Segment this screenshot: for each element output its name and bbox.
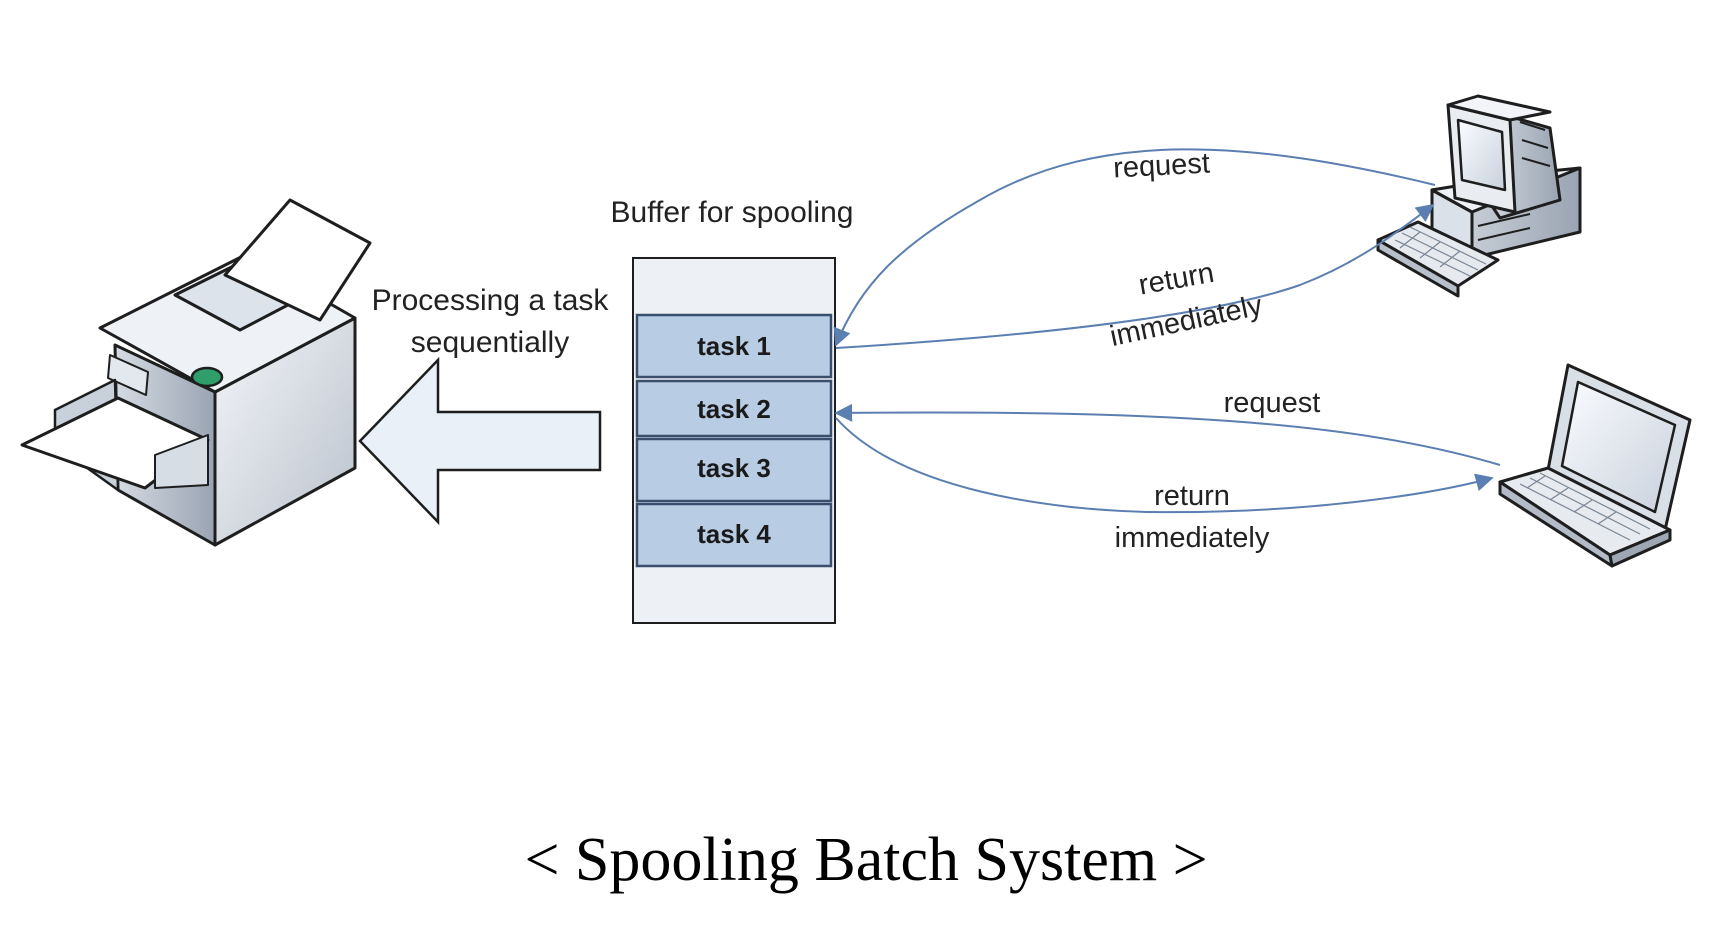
desktop-return-arrow [835, 203, 1435, 349]
desktop-return-label-line1: return [1136, 257, 1216, 302]
process-label-line1: Processing a task [372, 284, 610, 317]
big-left-arrow [358, 356, 602, 526]
laptop-icon [1498, 363, 1692, 568]
desktop-request-label: request [1112, 148, 1210, 185]
diagram-caption: < Spooling Batch System > [524, 826, 1207, 894]
desktop-return-label-line2: immediately [1107, 289, 1265, 353]
task-label: task 2 [697, 394, 771, 424]
printer-icon [20, 198, 372, 547]
flow-arrows [833, 148, 1501, 514]
laptop-request-label: request [1224, 387, 1321, 419]
task-box [635, 437, 833, 503]
process-label-line2: sequentially [411, 326, 569, 359]
task-box [635, 502, 833, 568]
laptop-return-arrow [835, 417, 1494, 514]
task-label: task 1 [697, 331, 771, 361]
task-label: task 3 [697, 453, 771, 483]
task-label: task 4 [697, 519, 771, 549]
laptop-return-label-line1: return [1154, 480, 1230, 512]
laptop-request-arrow [834, 403, 1501, 466]
buffer-title: Buffer for spooling [611, 196, 854, 229]
desktop-request-arrow [833, 148, 1436, 347]
laptop-return-label-line2: immediately [1115, 522, 1270, 554]
desktop-computer-icon [1376, 94, 1582, 298]
task-box [635, 379, 833, 438]
task-box [635, 313, 833, 379]
task-list: task 1 task 2 task 3 task 4 [635, 313, 833, 568]
